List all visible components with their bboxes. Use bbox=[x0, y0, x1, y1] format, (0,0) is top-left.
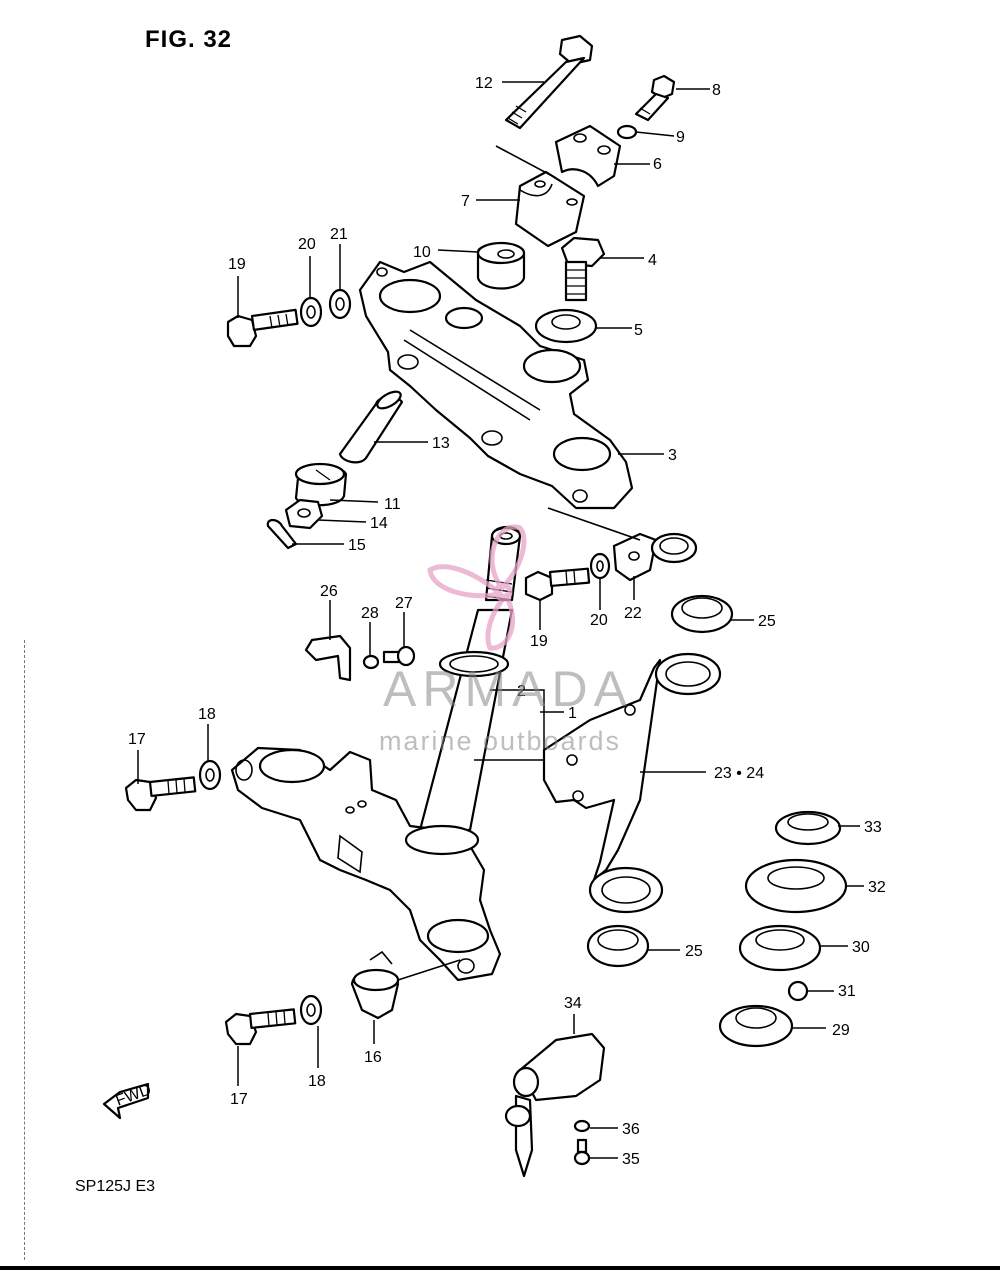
callout-11: 11 bbox=[384, 496, 401, 513]
part-9-washer bbox=[616, 124, 638, 140]
callout-34: 34 bbox=[564, 995, 582, 1012]
watermark-tagline: marine outboards bbox=[378, 726, 622, 756]
part-17-bolt-upper bbox=[124, 776, 197, 812]
part-34-steering-lock bbox=[504, 1032, 606, 1178]
callout-labels: 12 8 9 6 7 10 4 5 19 20 21 3 13 11 14 15… bbox=[128, 75, 886, 1168]
callout-4: 4 bbox=[648, 252, 657, 269]
part-6-handlebar-clamp-upper bbox=[554, 124, 622, 188]
part-21-washer bbox=[328, 288, 352, 320]
part-25-grommet-lower bbox=[586, 924, 650, 968]
part-3-upper-bracket bbox=[358, 260, 634, 510]
callout-15: 15 bbox=[348, 537, 366, 554]
callout-6: 6 bbox=[653, 156, 662, 173]
callout-3: 3 bbox=[668, 447, 677, 464]
part-25-grommet-upper bbox=[670, 594, 734, 634]
part-16-stopper bbox=[350, 950, 400, 1020]
callout-31: 31 bbox=[838, 983, 856, 1000]
callout-26: 26 bbox=[320, 583, 338, 600]
part-19-upper-bolt bbox=[226, 308, 299, 348]
part-26-clip bbox=[304, 634, 352, 682]
scan-edge-line bbox=[24, 640, 26, 1260]
part-35-screw bbox=[573, 1138, 591, 1166]
callout-14: 14 bbox=[370, 515, 388, 532]
callout-29: 29 bbox=[832, 1022, 850, 1039]
callout-17-lower: 17 bbox=[230, 1091, 248, 1108]
bottom-border bbox=[0, 1266, 1000, 1270]
figure-title: FIG. 32 bbox=[145, 26, 233, 53]
callout-17-upper: 17 bbox=[128, 731, 146, 748]
callout-19-mid: 19 bbox=[530, 633, 548, 650]
callout-1: 1 bbox=[568, 705, 577, 722]
part-20-washer-upper bbox=[299, 296, 323, 328]
part-22-bracket bbox=[612, 532, 698, 582]
part-15-cotter-pin bbox=[266, 518, 298, 550]
part-20-washer-mid bbox=[589, 552, 611, 580]
callout-19-upper: 19 bbox=[228, 256, 246, 273]
part-2-steering-stem bbox=[418, 525, 522, 832]
part-19-bolt-mid bbox=[524, 567, 591, 602]
watermark-propeller-icon bbox=[427, 524, 527, 651]
callout-12: 12 bbox=[475, 75, 493, 92]
part-12-long-bolt bbox=[504, 34, 594, 130]
part-29-race bbox=[718, 1004, 794, 1048]
part-10-cushion bbox=[476, 241, 526, 290]
callout-20-mid: 20 bbox=[590, 612, 608, 629]
part-11-cushion bbox=[294, 462, 348, 507]
part-32-dust-seal bbox=[744, 858, 848, 914]
callout-7: 7 bbox=[461, 193, 470, 210]
callout-33: 33 bbox=[864, 819, 882, 836]
callout-35: 35 bbox=[622, 1151, 640, 1168]
callout-28: 28 bbox=[361, 605, 379, 622]
part-18-washer-upper bbox=[198, 759, 222, 791]
part-5-washer bbox=[534, 308, 598, 344]
part-36-washer bbox=[573, 1119, 591, 1133]
forward-arrow-icon: FWD bbox=[102, 1081, 154, 1120]
callout-5: 5 bbox=[634, 322, 643, 339]
leader-lines bbox=[137, 81, 864, 1159]
part-7-handlebar-clamp-lower bbox=[514, 170, 586, 248]
callout-2: 2 bbox=[517, 683, 526, 700]
callout-21: 21 bbox=[330, 226, 348, 243]
callout-25-upper: 25 bbox=[758, 613, 776, 630]
callout-10: 10 bbox=[413, 244, 431, 261]
part-8-bolt bbox=[634, 74, 676, 122]
callout-18-lower: 18 bbox=[308, 1073, 326, 1090]
callout-20-upper: 20 bbox=[298, 236, 316, 253]
part-14-nut bbox=[284, 498, 324, 530]
part-4-stem-bolt bbox=[560, 236, 606, 302]
part-28-washer bbox=[362, 654, 380, 670]
callout-22: 22 bbox=[624, 605, 642, 622]
callout-32: 32 bbox=[868, 879, 886, 896]
part-33-nut bbox=[774, 810, 842, 846]
watermark-brand: ARMADA bbox=[383, 661, 633, 717]
part-17-bolt-lower bbox=[224, 1008, 297, 1046]
callout-36: 36 bbox=[622, 1121, 640, 1138]
callout-23-24: 23 • 24 bbox=[714, 765, 764, 782]
part-18-washer-lower bbox=[299, 994, 323, 1026]
model-code: SP125J E3 bbox=[75, 1178, 156, 1195]
part-27-screw bbox=[382, 645, 416, 667]
part-30-race bbox=[738, 924, 822, 972]
callout-13: 13 bbox=[432, 435, 450, 452]
callout-9: 9 bbox=[676, 129, 685, 146]
part-31-ball bbox=[787, 980, 809, 1002]
callout-25-lower: 25 bbox=[685, 943, 703, 960]
callout-18-upper: 18 bbox=[198, 706, 216, 723]
part-23-24-plate bbox=[542, 652, 722, 914]
part-13-pipe bbox=[338, 390, 404, 464]
callout-30: 30 bbox=[852, 939, 870, 956]
callout-16: 16 bbox=[364, 1049, 382, 1066]
forward-arrow-label: FWD bbox=[114, 1081, 154, 1109]
callout-8: 8 bbox=[712, 82, 721, 99]
part-1-lower-bracket bbox=[230, 746, 502, 982]
callout-27: 27 bbox=[395, 595, 413, 612]
